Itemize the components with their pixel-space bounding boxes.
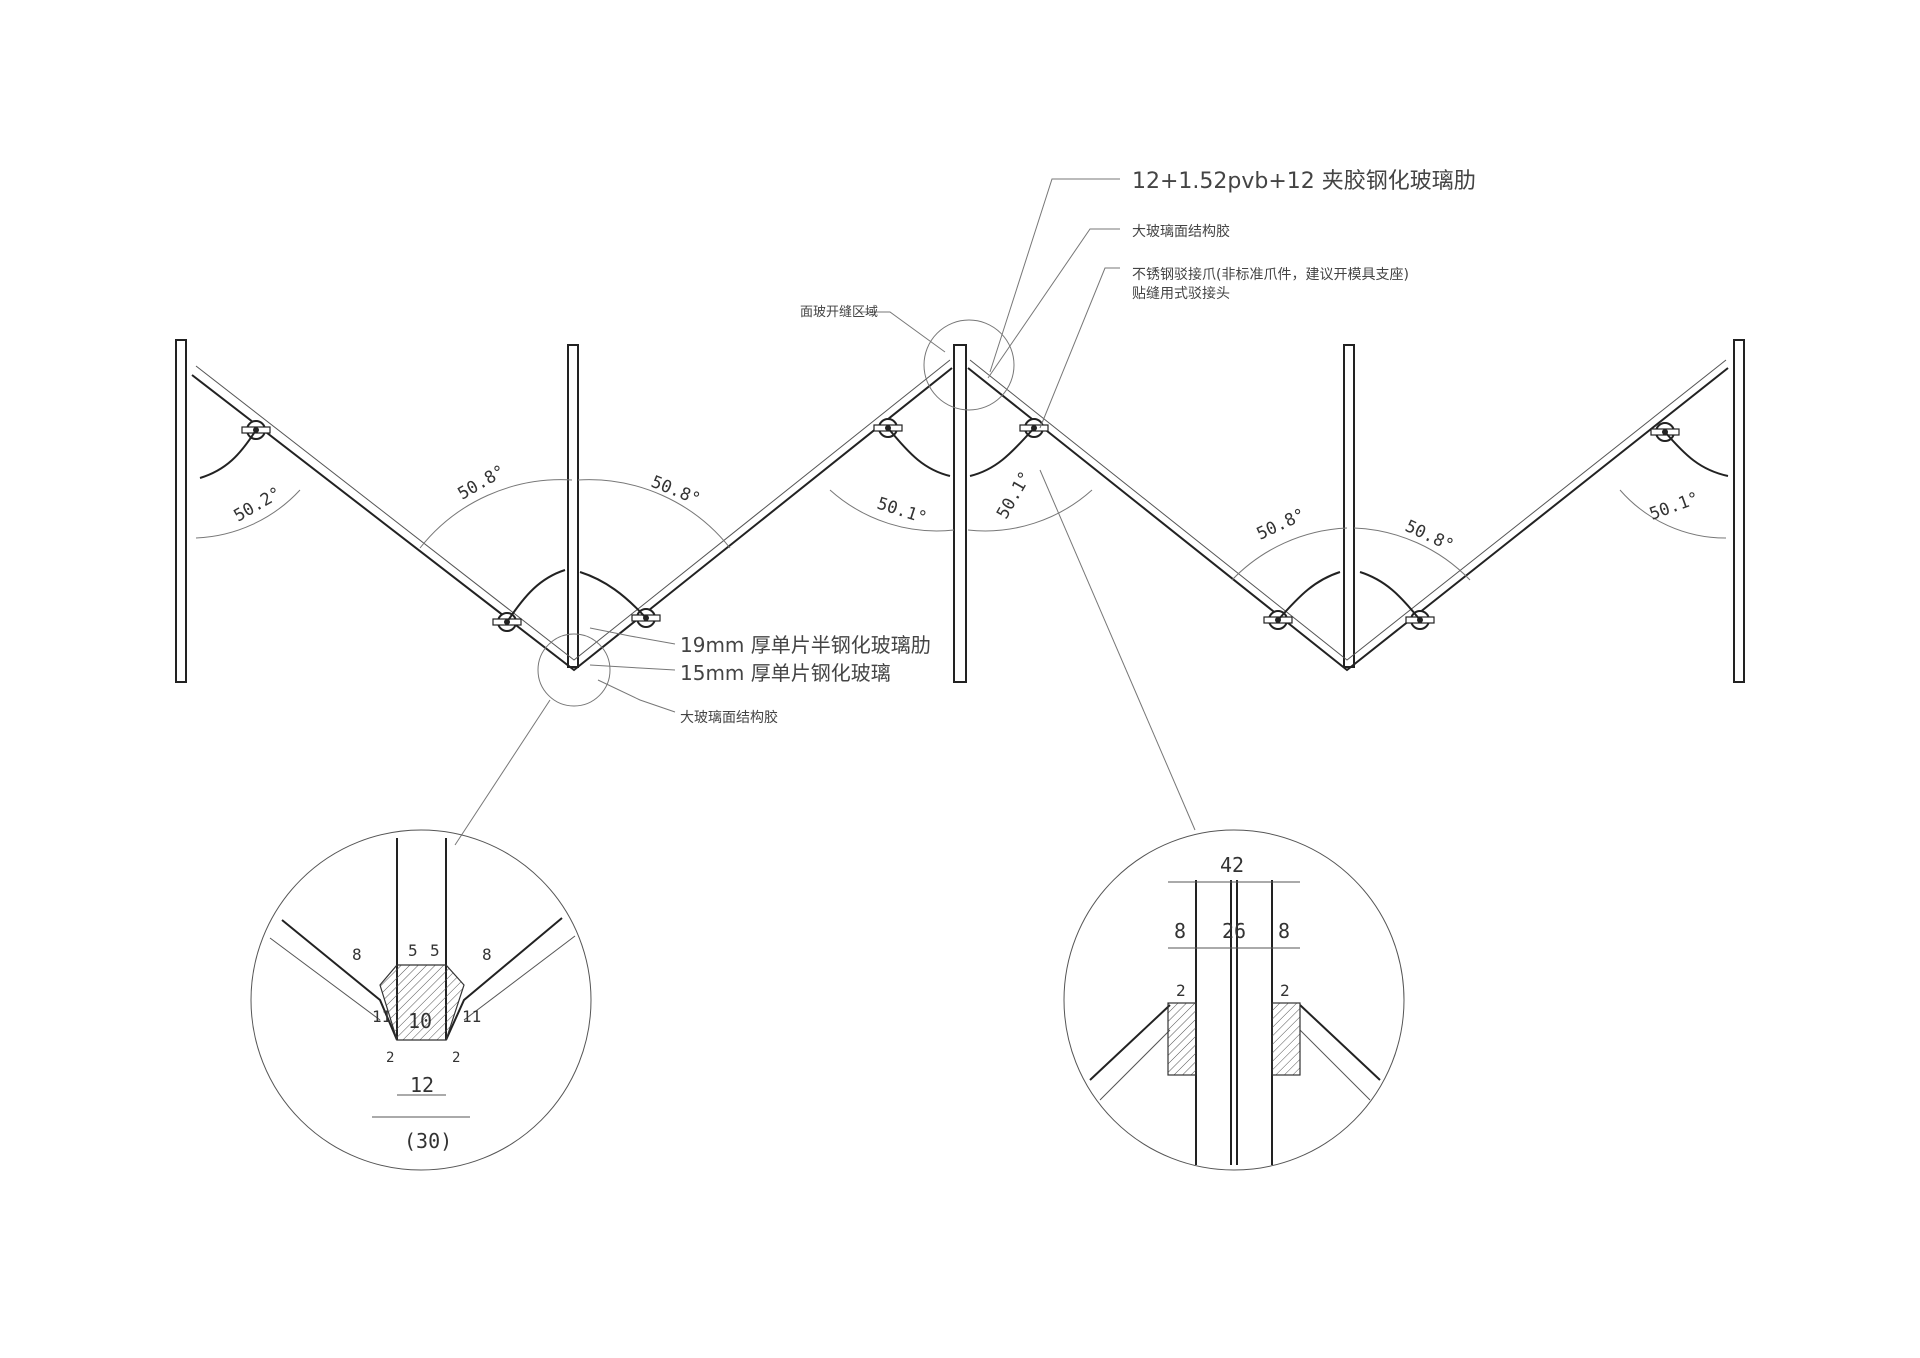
dim-right-2b: 2 (1280, 981, 1290, 1000)
dim-right-8a: 8 (1174, 919, 1186, 943)
dim-left-8b: 8 (482, 945, 492, 964)
zigzag-glass (191, 359, 1729, 672)
label-structural-glue-top: 大玻璃面结构胶 (1132, 223, 1230, 240)
detail-callout-bottom (537, 633, 611, 707)
dim-left-8a: 8 (352, 945, 362, 964)
glass-fin-2 (953, 344, 967, 683)
dim-right-2a: 2 (1176, 981, 1186, 1000)
detail-callout-top (923, 319, 1015, 411)
glass-panels (175, 339, 1745, 683)
dim-left-11a: 11 (372, 1007, 391, 1026)
label-laminated-fin: 12+1.52pvb+12 夹胶钢化玻璃肋 (1132, 169, 1476, 194)
angle-label-1: 50.2° (231, 483, 285, 526)
dim-right-8b: 8 (1278, 919, 1290, 943)
angle-label-3: 50.8° (648, 472, 703, 510)
dim-right-42: 42 (1220, 853, 1244, 877)
dim-left-2a: 2 (386, 1050, 394, 1066)
dim-left-5b: 5 (430, 941, 440, 960)
label-fin-19mm: 19mm 厚单片半钢化玻璃肋 (680, 633, 931, 657)
end-fin-right (1733, 339, 1745, 683)
detail-left-circle (250, 829, 592, 1171)
dim-left-10: 10 (408, 1009, 432, 1033)
dim-left-5a: 5 (408, 941, 418, 960)
angle-label-5: 50.1° (993, 468, 1036, 522)
detail-right-circle (1063, 829, 1405, 1171)
angle-label-7: 50.8° (1402, 516, 1457, 556)
glass-fin-1 (567, 344, 579, 668)
angle-arcs (195, 479, 1727, 581)
leaders (454, 178, 1196, 846)
dim-left-30: (30) (404, 1129, 452, 1153)
angle-label-8: 50.1° (1647, 488, 1702, 524)
label-steel-claw-sub: 贴缝用式驳接头 (1132, 285, 1230, 302)
angle-label-6: 50.8° (1254, 505, 1309, 545)
dim-left-11b: 11 (462, 1007, 481, 1026)
end-fin-left (175, 339, 187, 683)
dim-left-2b: 2 (452, 1050, 460, 1066)
detail-left: 10 12 (30) 8 5 5 8 11 11 2 2 (250, 829, 592, 1171)
dim-right-26: 26 (1222, 919, 1246, 943)
glass-fin-3 (1343, 344, 1355, 668)
claw-fittings (199, 418, 1729, 632)
detail-right: 42 8 26 8 2 2 (1063, 829, 1405, 1171)
label-open-zone: 面玻开缝区域 (800, 305, 878, 320)
label-structural-glue-bottom: 大玻璃面结构胶 (680, 709, 778, 726)
dim-left-12: 12 (410, 1073, 434, 1097)
angle-label-4: 50.1° (874, 494, 929, 529)
label-glass-15mm: 15mm 厚单片钢化玻璃 (680, 661, 891, 685)
label-steel-claw: 不锈钢驳接爪(非标准爪件，建议开模具支座) (1132, 266, 1409, 283)
